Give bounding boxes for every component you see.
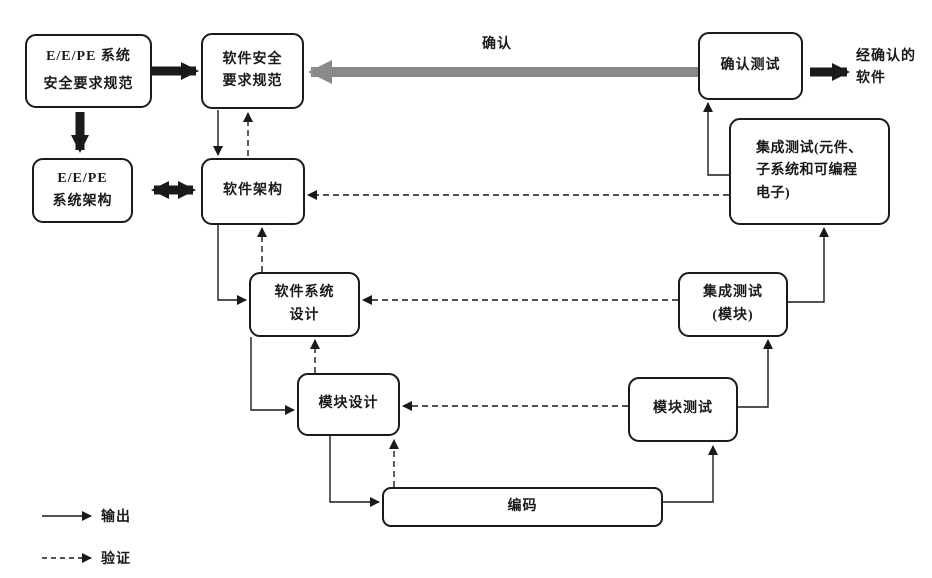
label-validation-arrow: 确认 — [482, 37, 512, 52]
node-coding: 编码 — [382, 487, 663, 527]
line-moduletest-to-inttestmodule — [738, 339, 773, 408]
line-swarch-to-swsysdesign — [217, 225, 247, 305]
node-eepe-system-safety-req-spec: E/E/PE 系统 安全要求规范 — [25, 34, 152, 108]
line-inttestpe-to-validationtest — [703, 102, 729, 176]
legend-verify-label: 验证 — [101, 552, 131, 567]
node-validation-testing: 确认测试 — [698, 32, 803, 100]
line-swsysdesign-to-moduledesign — [250, 337, 295, 415]
node-software-architecture: 软件架构 — [201, 158, 305, 225]
node-module-testing: 模块测试 — [628, 377, 738, 442]
node-module-design: 模块设计 — [297, 373, 400, 436]
node-integration-testing-pe: 集成测试(元件、 子系统和可编程 电子) — [729, 118, 890, 225]
node-integration-testing-module: 集成测试 (模块) — [678, 272, 788, 337]
line-inttestmodule-to-inttestpe — [788, 227, 829, 303]
node-software-system-design: 软件系统 设计 — [249, 272, 360, 337]
node-software-safety-req-spec: 软件安全 要求规范 — [201, 33, 304, 109]
legend-output-label: 输出 — [101, 510, 131, 525]
line-coding-to-moduletest — [663, 445, 718, 503]
label-validated-software: 经确认的 软件 — [856, 49, 916, 86]
node-eepe-system-architecture: E/E/PE 系统架构 — [32, 158, 133, 223]
line-moduledesign-to-coding — [329, 436, 380, 507]
